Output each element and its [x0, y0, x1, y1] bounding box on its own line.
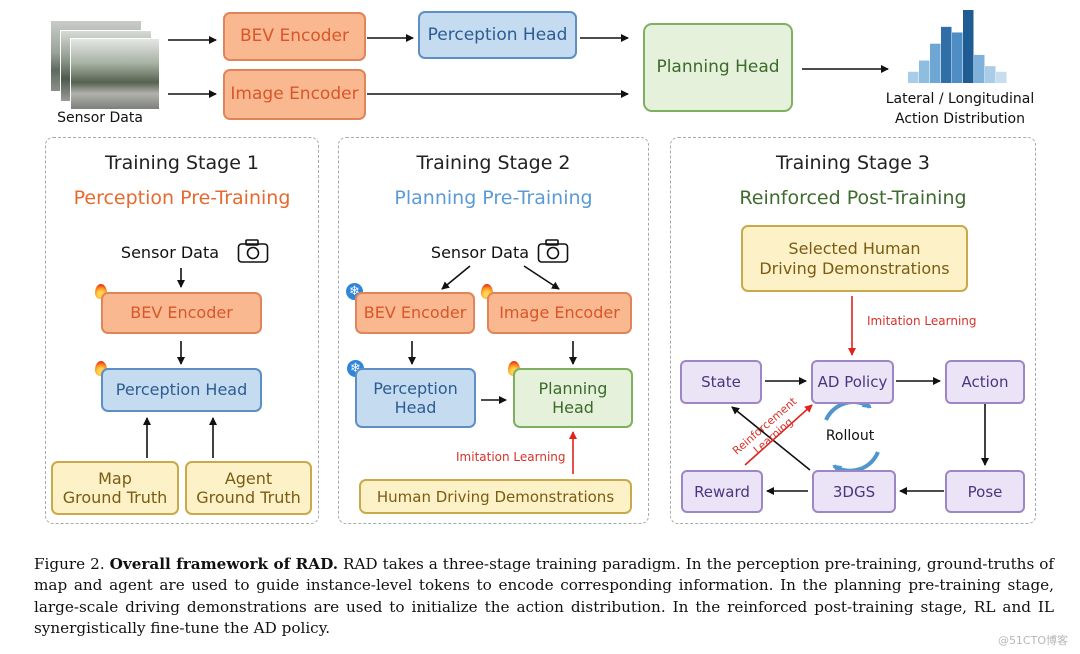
stage3-selected-line2: Driving Demonstrations — [759, 258, 950, 278]
stage1-bev-encoder: BEV Encoder — [101, 292, 262, 334]
stage3-state: State — [680, 360, 762, 404]
rollout-arc-bottom — [832, 451, 880, 474]
stage2-perception-head: Perception Head — [355, 368, 476, 428]
histogram-bar — [974, 54, 985, 83]
stage3-action: Action — [945, 360, 1025, 404]
top-image-encoder: Image Encoder — [223, 69, 366, 120]
histogram-bar — [908, 71, 919, 83]
figure-caption: Figure 2. Overall framework of RAD. RAD … — [34, 554, 1054, 639]
output-label-line2: Action Distribution — [895, 111, 1025, 127]
arrow-s2-sensor-image — [523, 265, 560, 290]
stage2-sensor-label: Sensor Data — [430, 243, 530, 262]
stage1-agent-gt-line2: Ground Truth — [196, 488, 301, 507]
action-distribution-histogram — [908, 10, 1007, 83]
top-perception-head: Perception Head — [418, 11, 577, 59]
arrow-s3-reinforcement — [744, 404, 813, 466]
sensor-images — [50, 20, 160, 110]
histogram-bar — [985, 66, 996, 83]
stage1-map-gt: Map Ground Truth — [51, 461, 179, 515]
histogram-bar — [996, 71, 1007, 83]
stage2-bev-encoder: BEV Encoder — [355, 292, 475, 334]
stage3-3dgs: 3DGS — [812, 470, 896, 513]
histogram-bar — [952, 32, 963, 83]
stage2-panel — [338, 137, 649, 524]
stage2-demos: Human Driving Demonstrations — [359, 479, 632, 514]
stage1-sensor-label: Sensor Data — [120, 243, 220, 262]
histogram-bar — [963, 10, 974, 83]
camera-icon — [537, 239, 569, 263]
camera-icon — [237, 239, 269, 263]
stage3-selected-demos: Selected Human Driving Demonstrations — [741, 225, 968, 292]
stage2-image-encoder: Image Encoder — [487, 292, 632, 334]
arrow-s3-3dgs-state — [731, 406, 811, 471]
stage3-selected-line1: Selected Human — [788, 239, 921, 259]
stage2-perception-line1: Perception — [373, 378, 458, 398]
stage1-agent-gt-line1: Agent — [224, 468, 273, 488]
stage3-imitation-label: Imitation Learning — [867, 314, 977, 328]
histogram-bar — [941, 26, 952, 83]
top-bev-encoder: BEV Encoder — [223, 12, 366, 61]
stage1-perception-head: Perception Head — [101, 368, 262, 412]
stage2-planning-line2: Head — [552, 398, 594, 417]
stage2-title: Training Stage 2 — [416, 152, 571, 174]
stage1-title: Training Stage 1 — [104, 152, 260, 174]
caption-text: RAD takes a three-stage training paradig… — [34, 555, 1055, 637]
stage3-pose: Pose — [945, 470, 1025, 513]
stage2-planning-head: Planning Head — [513, 368, 633, 428]
stage1-agent-gt: Agent Ground Truth — [185, 461, 312, 515]
top-sensor-label: Sensor Data — [57, 110, 143, 126]
stage3-panel — [670, 137, 1036, 524]
output-label: Lateral / Longitudinal Action Distributi… — [872, 89, 1048, 129]
stage3-reward: Reward — [681, 470, 763, 513]
stage3-subtitle: Reinforced Post-Training — [739, 187, 967, 209]
caption-bold: Overall framework of RAD. — [109, 555, 338, 573]
histogram-bar — [930, 43, 941, 83]
stage2-planning-line1: Planning — [538, 378, 608, 398]
stage1-panel — [45, 137, 319, 524]
watermark: @51CTO博客 — [997, 634, 1068, 647]
stage1-map-gt-line1: Map — [98, 468, 132, 488]
stage2-subtitle: Planning Pre-Training — [394, 187, 593, 209]
caption-prefix: Figure 2. — [34, 555, 105, 573]
top-planning-head: Planning Head — [643, 23, 793, 112]
stage2-perception-line2: Head — [394, 398, 437, 417]
stage1-subtitle: Perception Pre-Training — [73, 187, 291, 209]
stage3-title: Training Stage 3 — [775, 152, 931, 174]
output-label-line1: Lateral / Longitudinal — [885, 91, 1035, 107]
histogram-bar — [919, 60, 930, 83]
stage3-rollout-label: Rollout — [825, 428, 875, 444]
stage1-map-gt-line2: Ground Truth — [62, 488, 168, 507]
arrow-s2-sensor-bev — [441, 265, 471, 290]
stage2-imitation-label: Imitation Learning — [456, 450, 566, 464]
stage3-ad-policy: AD Policy — [811, 360, 894, 404]
